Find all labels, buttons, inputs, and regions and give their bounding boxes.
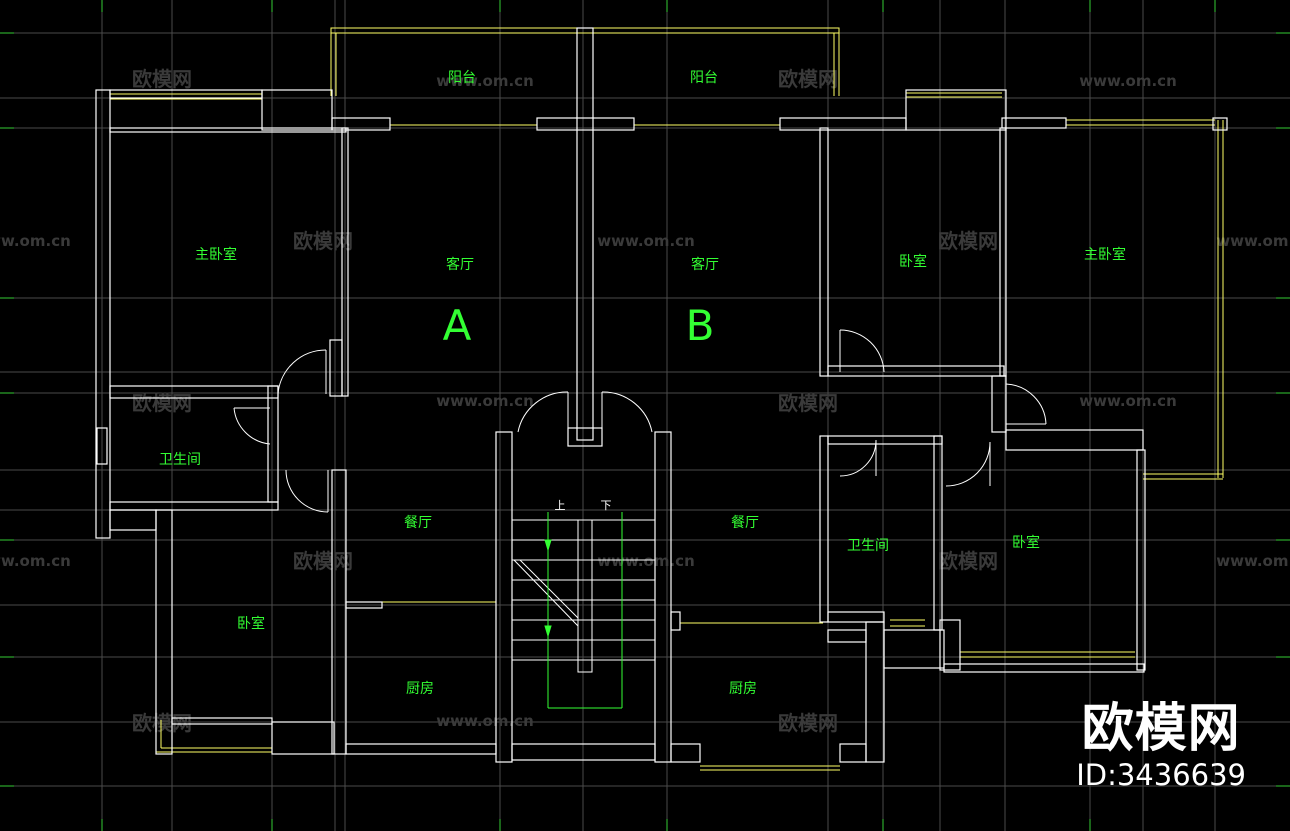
- label-balcony-right: 阳台: [690, 70, 718, 86]
- label-dining-a: 餐厅: [404, 515, 432, 531]
- svg-text:www.om.cn: www.om.cn: [436, 712, 534, 730]
- label-unit-b: B: [686, 301, 715, 350]
- brand-id: ID:3436639: [1076, 758, 1246, 792]
- brand-stamp: 欧模网 ID:3436639: [1076, 700, 1246, 792]
- svg-text:欧模网: 欧模网: [778, 711, 838, 735]
- label-living-a: 客厅: [446, 256, 474, 273]
- svg-text:www.om.cn: www.om.cn: [436, 392, 534, 410]
- stair-arrows: [544, 512, 623, 709]
- svg-text:www.om.cn: www.om.cn: [1216, 232, 1290, 250]
- label-master-bed-left: 主卧室: [195, 246, 237, 263]
- svg-text:欧模网: 欧模网: [132, 391, 192, 415]
- label-dining-b: 餐厅: [731, 515, 759, 531]
- svg-text:欧模网: 欧模网: [132, 67, 192, 91]
- svg-text:欧模网: 欧模网: [778, 391, 838, 415]
- label-kitchen-b: 厨房: [729, 681, 757, 697]
- svg-text:www.om.cn: www.om.cn: [0, 552, 71, 570]
- svg-text:欧模网: 欧模网: [938, 229, 998, 253]
- watermarks: 欧模网 www.om.cn 欧模网 www.om.cn www.om.cn 欧模…: [0, 67, 1290, 735]
- svg-text:www.om.cn: www.om.cn: [436, 72, 534, 90]
- stair-treads: [512, 519, 655, 673]
- label-balcony-left: 阳台: [448, 70, 476, 86]
- label-bath-left: 卫生间: [159, 452, 201, 468]
- stair-down-label: 下: [601, 499, 612, 512]
- svg-text:欧模网: 欧模网: [778, 67, 838, 91]
- label-kitchen-a: 厨房: [406, 681, 434, 697]
- svg-text:www.om.cn: www.om.cn: [1216, 552, 1290, 570]
- svg-text:欧模网: 欧模网: [132, 711, 192, 735]
- brand-logo: 欧模网: [1081, 699, 1241, 759]
- svg-text:www.om.cn: www.om.cn: [1079, 72, 1177, 90]
- walls: [95, 27, 1228, 763]
- svg-text:欧模网: 欧模网: [293, 229, 353, 253]
- svg-text:欧模网: 欧模网: [293, 549, 353, 573]
- svg-text:欧模网: 欧模网: [938, 549, 998, 573]
- stair-up-label: 上: [555, 499, 566, 512]
- svg-text:www.om.cn: www.om.cn: [0, 232, 71, 250]
- label-master-bed-right: 主卧室: [1084, 246, 1126, 263]
- svg-text:www.om.cn: www.om.cn: [1079, 392, 1177, 410]
- label-bed-right-mid: 卧室: [1012, 534, 1040, 551]
- svg-text:www.om.cn: www.om.cn: [597, 552, 695, 570]
- windows: [110, 27, 1224, 771]
- doors: [233, 329, 1047, 513]
- label-bed-right-top: 卧室: [899, 253, 927, 270]
- label-living-b: 客厅: [691, 256, 719, 273]
- label-unit-a: A: [443, 301, 472, 350]
- label-bath-right: 卫生间: [847, 538, 889, 554]
- svg-text:www.om.cn: www.om.cn: [597, 232, 695, 250]
- label-bed-left-bottom: 卧室: [237, 615, 265, 632]
- room-labels: 主卧室 客厅 A 阳台 阳台 客厅 B 卧室 主卧室 卫生间 餐厅 餐厅 卫生间…: [159, 70, 1126, 697]
